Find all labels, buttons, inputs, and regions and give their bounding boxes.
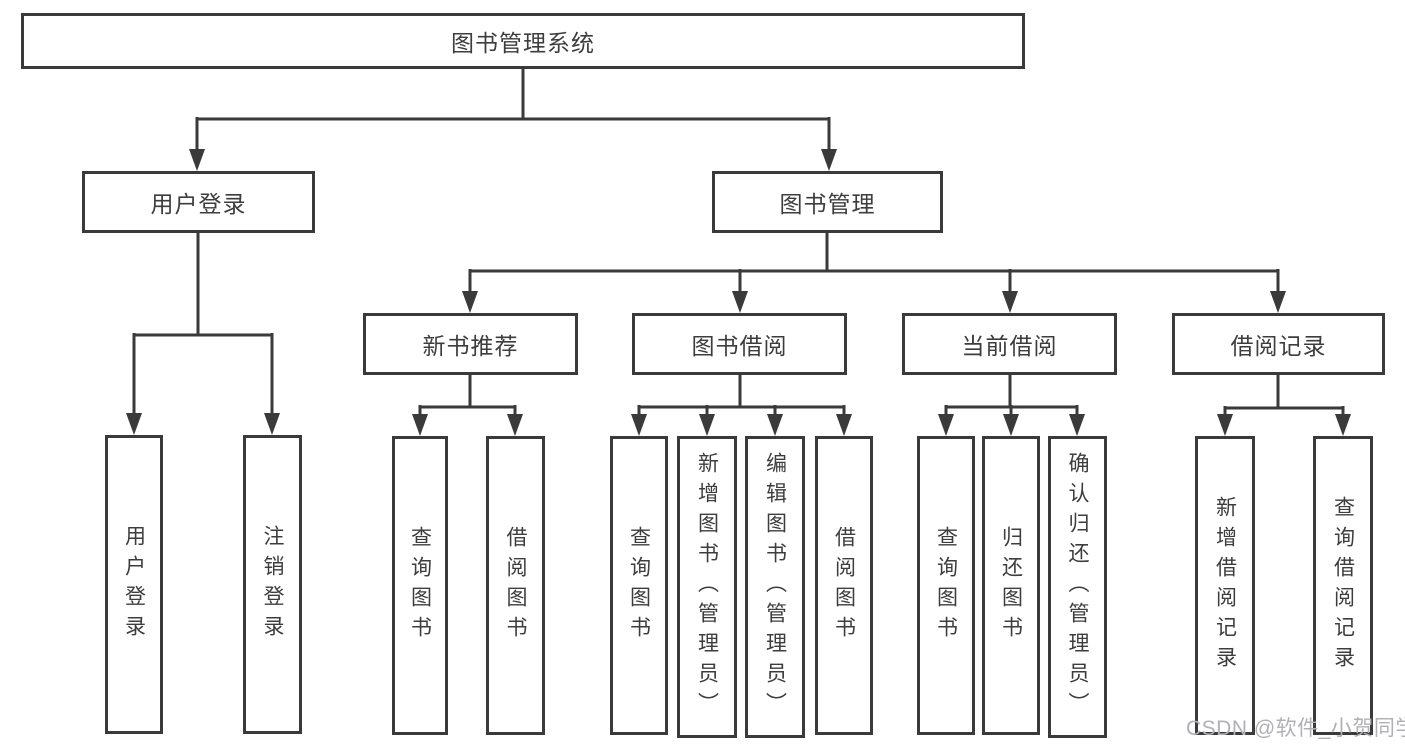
connector-borrow-record-children	[1223, 375, 1345, 418]
node-user-login: 用户登录	[82, 171, 315, 233]
leaf-borrow-books-recommend: 借阅图书	[486, 436, 545, 735]
node-library-management-system: 图书管理系统	[21, 13, 1025, 69]
node-borrowing-records: 借阅记录	[1172, 313, 1385, 375]
connector-current-borrow-children	[944, 375, 1079, 418]
leaf-add-books-admin: 新增图书（管理员）	[677, 436, 737, 738]
leaf-query-borrow-record: 查询借阅记录	[1313, 436, 1373, 735]
connector-new-book-children	[418, 375, 517, 418]
leaf-logout: 注销登录	[243, 435, 302, 734]
leaf-query-books-borrow: 查询图书	[610, 436, 668, 735]
connector-book-management-children	[468, 233, 1280, 295]
node-current-borrowing: 当前借阅	[902, 313, 1117, 375]
connector-root-to-level2	[195, 69, 831, 153]
leaf-query-books-current: 查询图书	[917, 436, 975, 735]
node-new-book-recommendation: 新书推荐	[363, 313, 578, 375]
csdn-watermark: CSDN @软件_小贺同学	[1186, 717, 1405, 740]
arrowhead-icons	[126, 149, 1351, 436]
leaf-borrow-books: 借阅图书	[815, 436, 873, 735]
leaf-user-login: 用户登录	[105, 435, 163, 734]
connector-book-borrow-children	[637, 375, 846, 418]
leaf-return-books: 归还图书	[982, 436, 1040, 735]
node-book-borrowing: 图书借阅	[632, 313, 847, 375]
leaf-edit-books-admin: 编辑图书（管理员）	[745, 436, 805, 738]
leaf-confirm-return-admin: 确认归还（管理员）	[1048, 436, 1107, 738]
leaf-add-borrow-record: 新增借阅记录	[1195, 436, 1255, 735]
leaf-query-books-recommend: 查询图书	[392, 436, 448, 735]
connector-user-login-children	[132, 233, 274, 417]
node-book-management: 图书管理	[712, 171, 943, 233]
